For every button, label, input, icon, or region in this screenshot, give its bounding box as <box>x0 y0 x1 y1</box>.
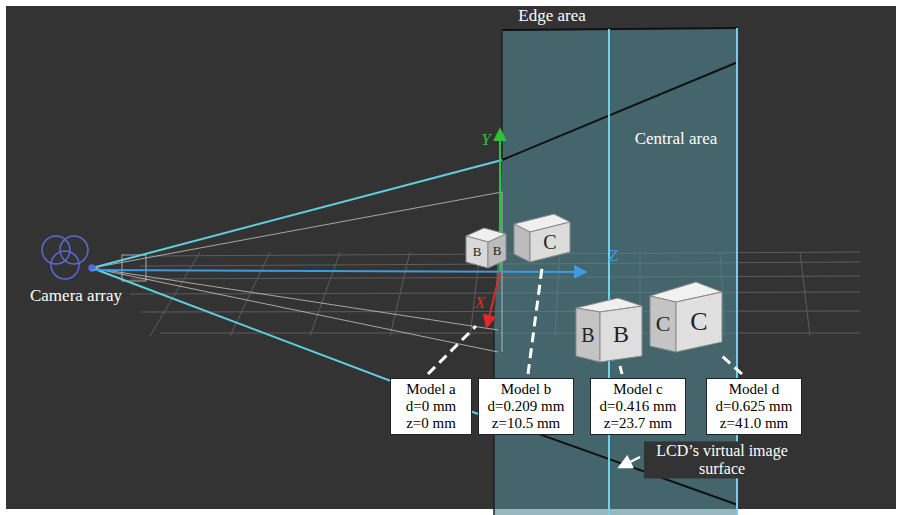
model-label-box: Model a d=0 mm z=0 mm <box>390 378 472 435</box>
model-label-box: Model d d=0.625 mm z=41.0 mm <box>706 378 802 435</box>
axis-label: Y <box>481 131 490 150</box>
camera-array-symbol <box>42 236 95 279</box>
z-axis <box>92 270 585 272</box>
part-label: Camera array <box>30 287 122 306</box>
lcd-pointer-arrow <box>620 457 640 467</box>
x-axis <box>487 272 500 326</box>
leader-lines <box>428 268 742 374</box>
model-parameters: Model a d=0 mm z=0 mm <box>396 381 466 431</box>
model-parameters: Model b d=0.209 mm z=10.5 mm <box>484 381 568 431</box>
cube-model-c <box>576 298 642 362</box>
edge-area-boundary <box>502 62 738 160</box>
cube-letter: C <box>543 231 556 253</box>
cube-letter: B <box>473 245 482 259</box>
plane-top-edge <box>502 28 738 30</box>
axis-label: Z <box>608 247 617 266</box>
cube-letter: C <box>656 312 671 336</box>
model-parameters: Model d d=0.625 mm z=41.0 mm <box>712 381 796 431</box>
cube-letter: C <box>690 308 707 337</box>
cube-letter: B <box>493 244 502 258</box>
model-label-box: Model c d=0.416 mm z=23.7 mm <box>590 378 686 435</box>
axis-label: X <box>475 294 485 313</box>
cube-letter: B <box>581 324 594 346</box>
model-label-box: Model b d=0.209 mm z=10.5 mm <box>478 378 574 435</box>
cube-model-a <box>466 228 506 268</box>
cube-model-b <box>514 214 570 262</box>
model-parameters: Model c d=0.416 mm z=23.7 mm <box>596 381 680 431</box>
cube-model-d <box>650 282 722 352</box>
dark-ground <box>6 6 896 509</box>
plane-center-line <box>608 29 610 515</box>
area-label: Edge area <box>518 7 585 26</box>
area-label: Central area <box>635 130 718 149</box>
cube-letter: B <box>613 321 629 347</box>
part-label: LCD’s virtual image surface <box>644 441 800 478</box>
